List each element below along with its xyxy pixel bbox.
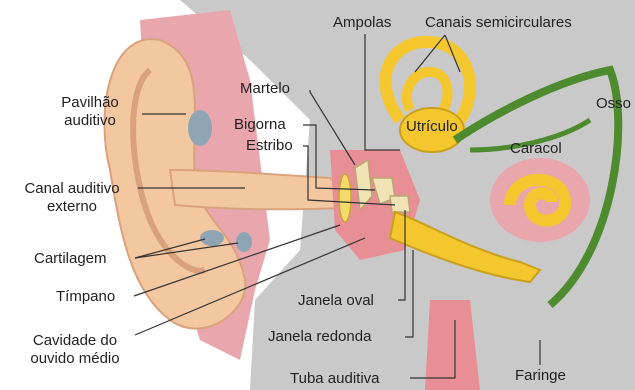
- label-pavilhao-line1: Pavilhão: [40, 94, 140, 112]
- label-ampolas: Ampolas: [333, 14, 391, 32]
- label-cavidade: Cavidade do ouvido médio: [14, 332, 136, 368]
- label-cartilagem: Cartilagem: [34, 250, 107, 268]
- stapes-bone: [390, 196, 410, 212]
- label-janela-redonda: Janela redonda: [268, 328, 371, 346]
- label-caracol: Caracol: [510, 140, 562, 158]
- label-cavidade-line1: Cavidade do: [14, 332, 136, 350]
- eardrum: [339, 174, 351, 222]
- label-cavidade-line2: ouvido médio: [14, 350, 136, 368]
- label-faringe: Faringe: [515, 367, 566, 385]
- cartilage-upper: [188, 110, 212, 146]
- label-canais: Canais semicirculares: [425, 14, 572, 32]
- label-timpano: Tímpano: [56, 288, 115, 306]
- label-canal-line2: externo: [6, 198, 138, 216]
- label-martelo: Martelo: [240, 80, 290, 98]
- label-pavilhao-line2: auditivo: [40, 112, 140, 130]
- cartilage-lower-1: [200, 230, 224, 246]
- label-osso: Osso: [596, 95, 631, 113]
- label-canal: Canal auditivo externo: [6, 180, 138, 216]
- label-canal-line1: Canal auditivo: [6, 180, 138, 198]
- label-bigorna: Bigorna: [234, 116, 286, 134]
- label-tuba: Tuba auditiva: [290, 370, 380, 388]
- label-utriculo: Utrículo: [406, 118, 458, 136]
- label-pavilhao: Pavilhão auditivo: [40, 94, 140, 130]
- label-estribo: Estribo: [246, 137, 293, 155]
- label-janela-oval: Janela oval: [298, 292, 374, 310]
- cartilage-lower-2: [236, 232, 252, 252]
